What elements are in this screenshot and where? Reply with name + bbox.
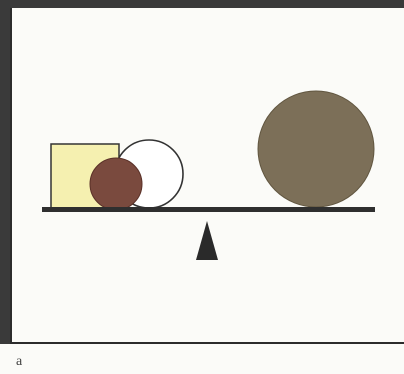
fulcrum-triangle bbox=[196, 221, 218, 260]
figure-caption-label: a bbox=[16, 355, 22, 369]
large-ball bbox=[258, 91, 374, 207]
balance-beam bbox=[42, 207, 375, 212]
small-brown-ball bbox=[90, 158, 142, 210]
